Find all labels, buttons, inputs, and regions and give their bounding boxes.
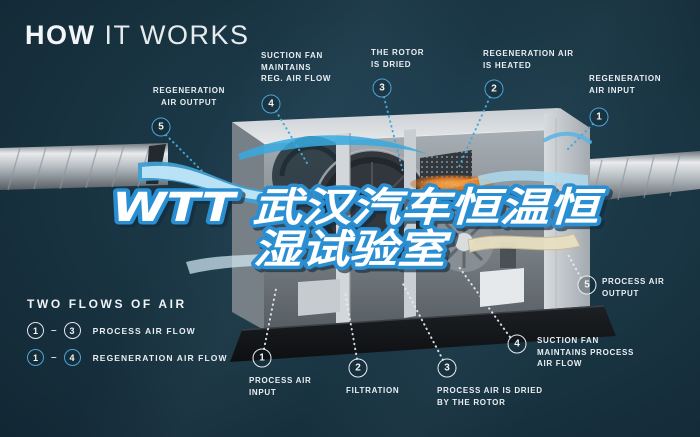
badge-proc-2: 2 [348, 358, 368, 378]
legend-process-dash: – [51, 325, 57, 336]
badge-reg-1: 1 [589, 107, 609, 127]
legend-reg-dash: – [51, 352, 57, 363]
title-bold: HOW [25, 20, 96, 50]
label-process-air-output: PROCESS AIR OUTPUT [602, 277, 665, 298]
label-reg-air-heated: REGENERATION AIR IS HEATED [483, 49, 574, 70]
legend-reg-label: REGENERATION AIR FLOW [92, 352, 228, 363]
badge-proc-3: 3 [437, 358, 457, 378]
machine-top-face [232, 108, 590, 144]
watermark-line1: WTT 武汉汽车恒温恒 [112, 185, 607, 231]
right-duct [572, 151, 700, 204]
label-reg-air-output: REGENERATION AIR OUTPUT [152, 86, 226, 107]
watermark-line2: 湿试验室 [253, 227, 452, 273]
badge-proc-4: 4 [507, 334, 527, 354]
legend-process-label: PROCESS AIR FLOW [92, 325, 196, 336]
badge-reg-4: 4 [261, 94, 281, 114]
badge-reg-5: 5 [151, 117, 171, 137]
legend-reg-end-badge: 4 [63, 349, 81, 366]
badge-proc-5: 5 [577, 275, 597, 295]
regeneration-air-ribbon [238, 135, 428, 160]
label-process-air-input: PROCESS AIR INPUT [249, 376, 312, 397]
legend-row-process: 1 – 3 PROCESS AIR FLOW [27, 322, 196, 339]
badge-reg-2: 2 [484, 79, 504, 99]
machine-base [230, 306, 616, 362]
badge-reg-3: 3 [372, 78, 392, 98]
legend-process-end-badge: 3 [63, 322, 81, 339]
legend-heading: TWO FLOWS OF AIR [27, 297, 187, 311]
heated-air-ribbon [467, 233, 581, 253]
regeneration-heater [410, 175, 494, 195]
airflow-ribbons [138, 131, 592, 274]
label-reg-air-input: REGENERATION AIR INPUT [589, 74, 662, 95]
label-suction-fan-process: SUCTION FAN MAINTAINS PROCESS AIR FLOW [537, 336, 635, 369]
label-rotor-dried: THE ROTOR IS DRIED [371, 48, 425, 69]
process-fan [434, 212, 494, 272]
legend-process-start-badge: 1 [27, 322, 44, 339]
badge-proc-1: 1 [252, 348, 272, 368]
label-process-air-dried: PROCESS AIR IS DRIED BY THE ROTOR [437, 386, 543, 407]
legend-row-regeneration: 1 – 4 REGENERATION AIR FLOW [27, 349, 228, 366]
label-suction-fan-reg: SUCTION FAN MAINTAINS REG. AIR FLOW [261, 51, 332, 84]
label-filtration: FILTRATION [346, 386, 400, 395]
page-title: HOW IT WORKS [25, 20, 250, 51]
legend-reg-start-badge: 1 [27, 349, 44, 366]
machine-left-wall [232, 122, 264, 330]
title-light: IT WORKS [104, 20, 250, 50]
leader-lines [165, 96, 594, 361]
